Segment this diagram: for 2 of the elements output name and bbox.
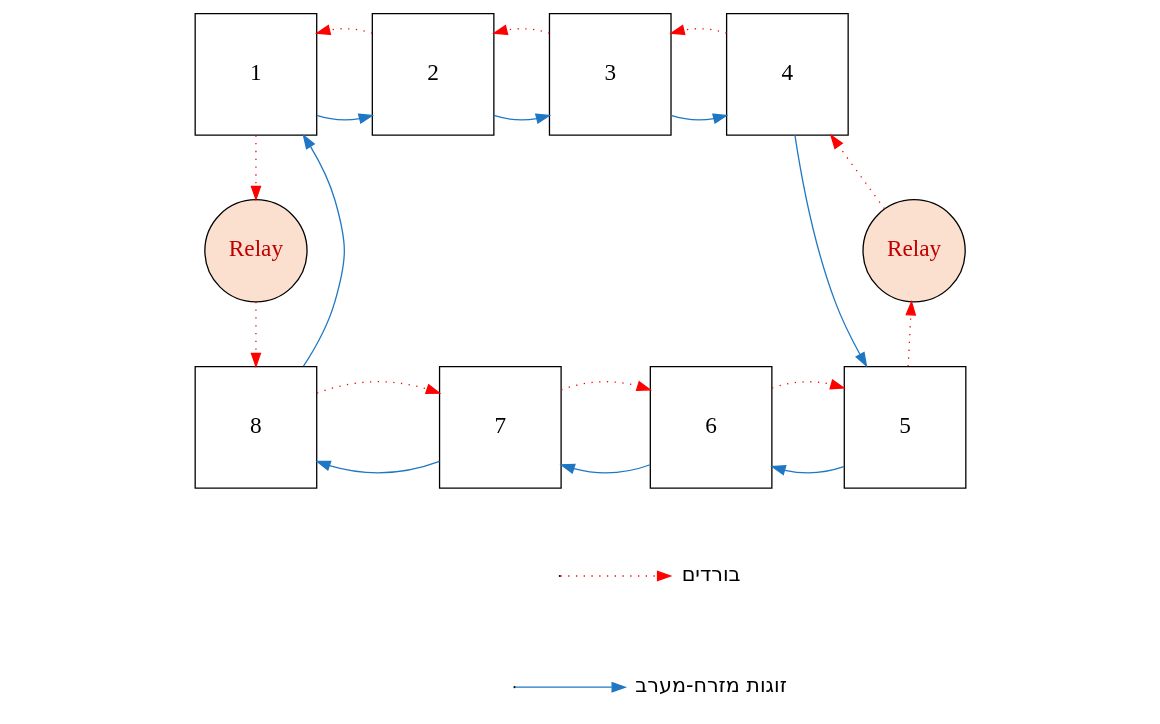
legend-label: זוגות מזרח-מערב	[634, 673, 787, 698]
legend-label: בורדים	[681, 561, 741, 586]
